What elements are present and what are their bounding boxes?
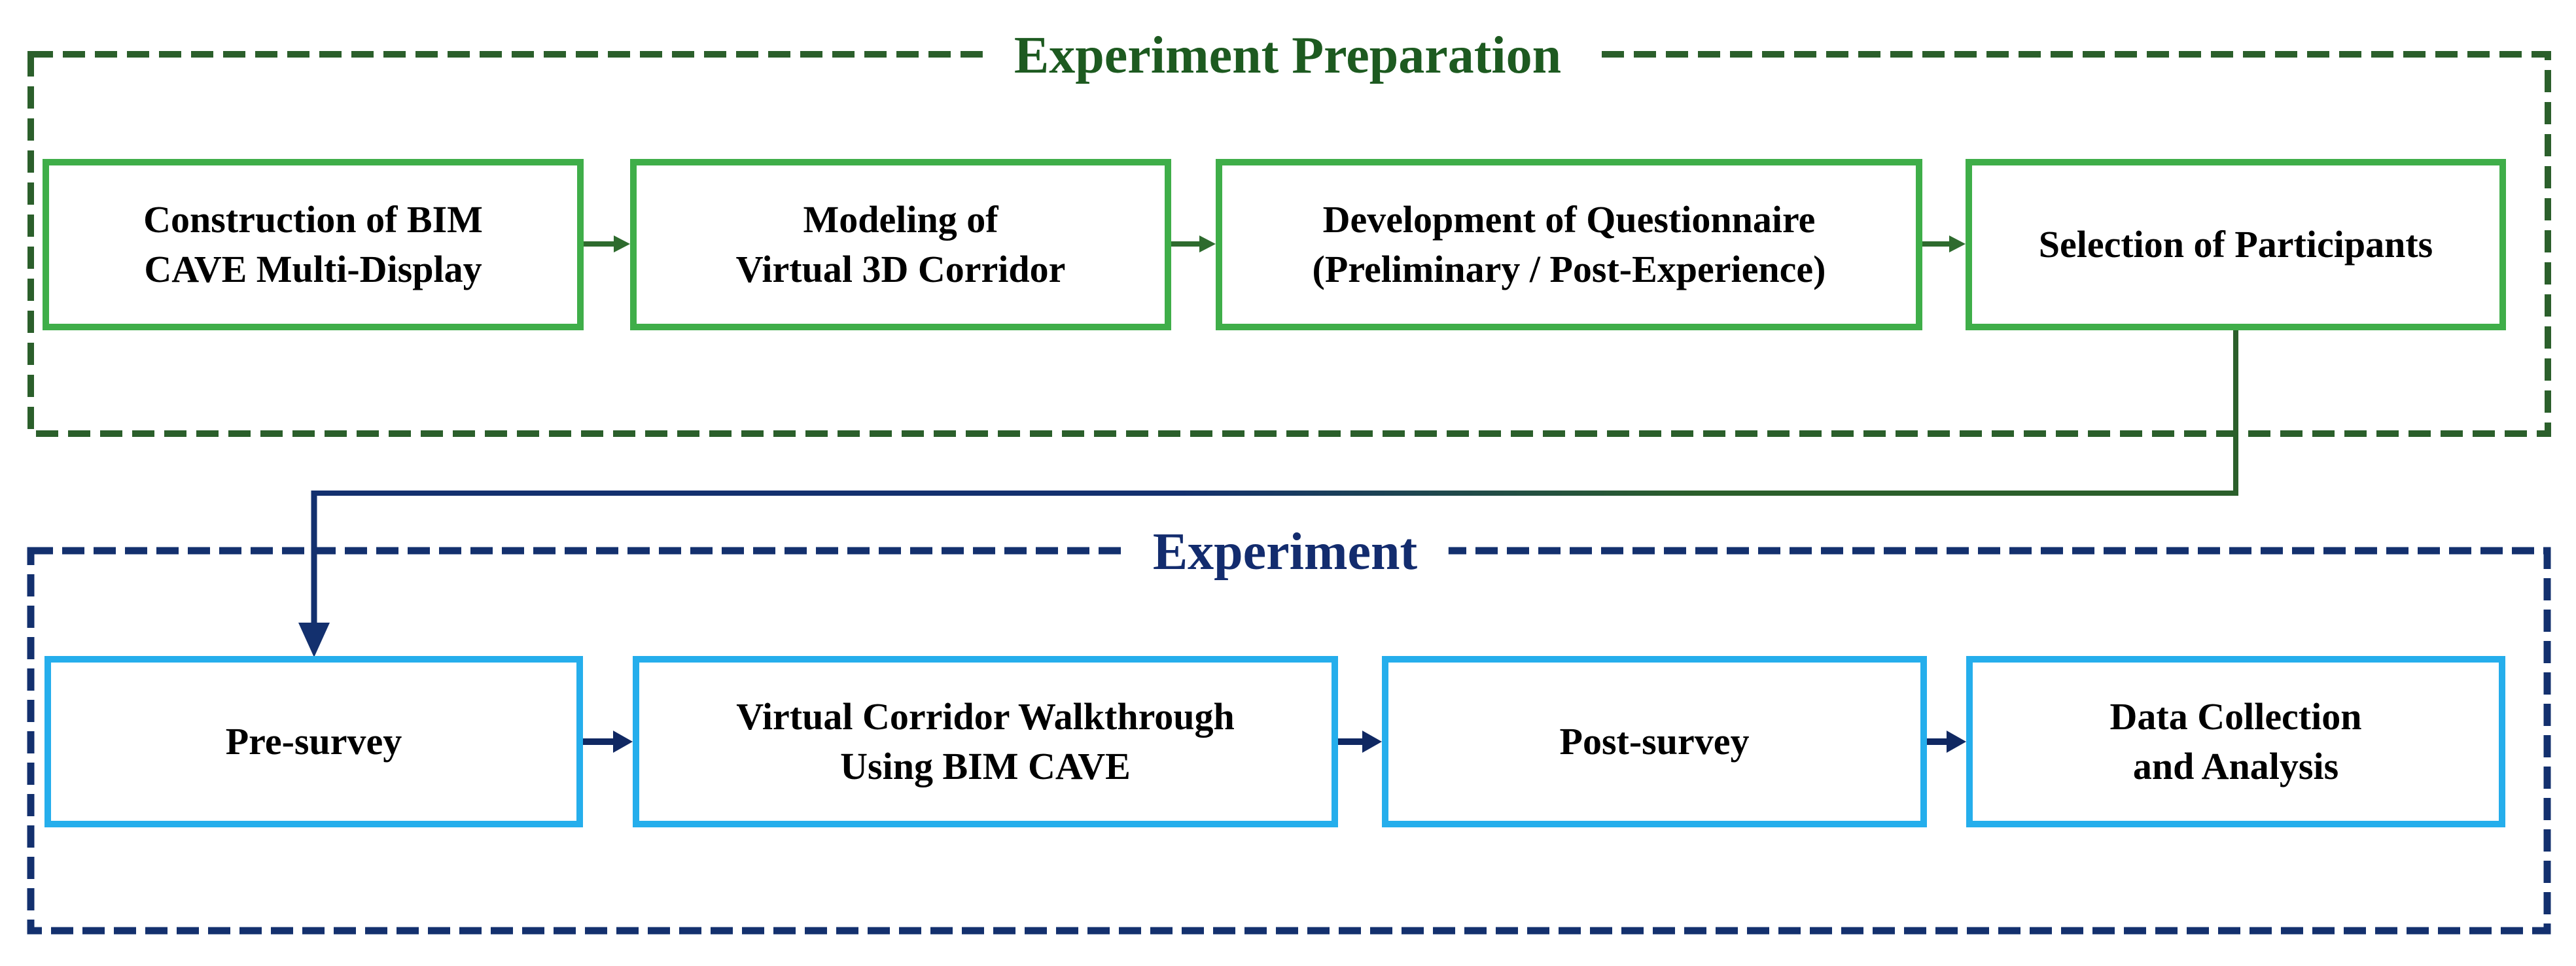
flow-box-label: Virtual Corridor Walkthrough Using BIM C…	[736, 695, 1235, 787]
flow-box-virtual-corridor-walkthrough: Virtual Corridor Walkthrough Using BIM C…	[633, 656, 1338, 827]
section-title-experiment-preparation: Experiment Preparation	[982, 27, 1593, 84]
flow-box-label: Selection of Participants	[2038, 223, 2433, 266]
flow-box-development-questionnaire: Development of Questionnaire (Preliminar…	[1216, 159, 1922, 330]
flow-box-pre-survey: Pre-survey	[44, 656, 583, 827]
flow-box-selection-participants: Selection of Participants	[1966, 159, 2506, 330]
arrow-postsurvey-to-datacollection	[1927, 731, 1966, 753]
arrow-construction-to-modeling	[584, 235, 630, 252]
connector-selection-to-presurvey	[298, 330, 2238, 657]
flow-box-label: Modeling of Virtual 3D Corridor	[735, 198, 1066, 290]
arrow-walkthrough-to-postsurvey	[1338, 731, 1382, 753]
flow-box-modeling-3d-corridor: Modeling of Virtual 3D Corridor	[630, 159, 1171, 330]
flow-box-label: Data Collection and Analysis	[2109, 695, 2362, 787]
flow-box-label: Construction of BIM CAVE Multi-Display	[143, 198, 483, 290]
arrow-questionnaire-to-selection	[1922, 235, 1966, 252]
flow-box-construction-bim-cave: Construction of BIM CAVE Multi-Display	[43, 159, 584, 330]
flow-box-data-collection-analysis: Data Collection and Analysis	[1966, 656, 2505, 827]
flow-box-label: Post-survey	[1559, 720, 1750, 763]
flow-box-label: Development of Questionnaire (Preliminar…	[1312, 198, 1826, 290]
arrow-modeling-to-questionnaire	[1171, 235, 1216, 252]
flow-box-post-survey: Post-survey	[1382, 656, 1927, 827]
flow-box-label: Pre-survey	[225, 720, 402, 763]
section-title-experiment: Experiment	[1121, 523, 1449, 581]
arrow-presurvey-to-walkthrough	[583, 731, 633, 753]
